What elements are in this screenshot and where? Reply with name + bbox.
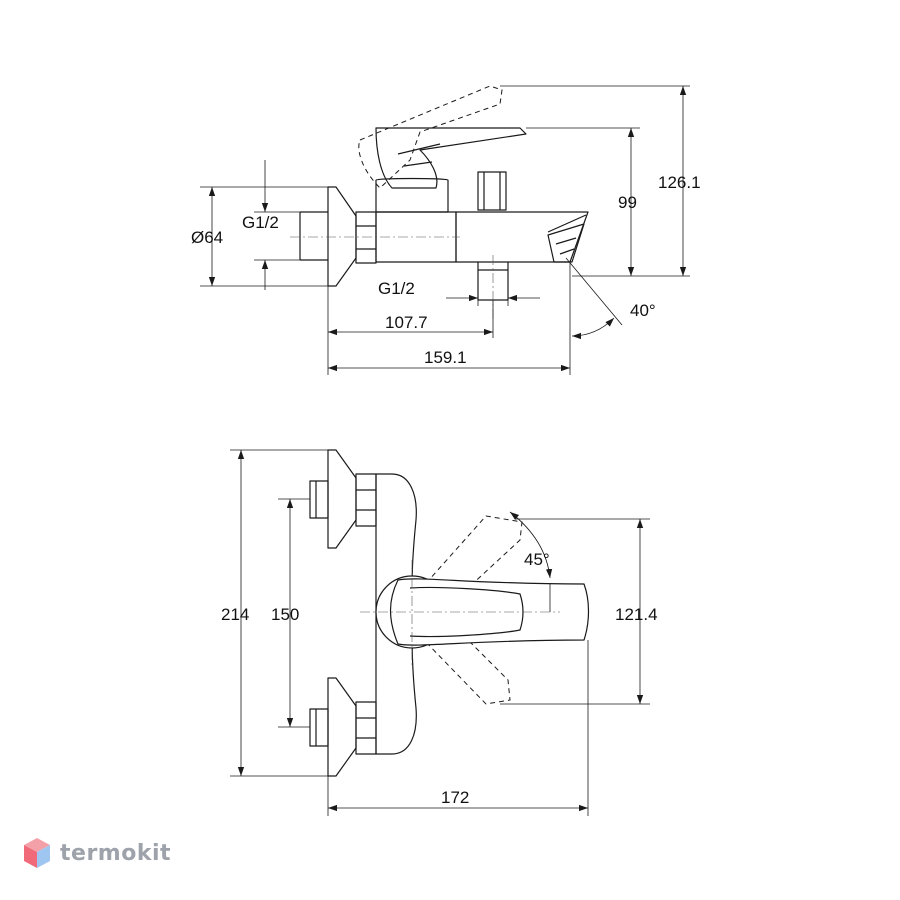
top-lever-rotated-2 [419, 611, 511, 705]
dim-inlet-centers-label: 150 [271, 605, 299, 624]
top-inlet-upper [309, 480, 329, 519]
cube-logo-icon [24, 838, 50, 868]
side-lever-raised [358, 85, 503, 189]
side-aerator [547, 223, 585, 263]
dim-spout-outlet-label: 107.7 [385, 313, 428, 332]
dim-overall-depth-label: 159.1 [424, 348, 467, 367]
side-diverter [477, 171, 507, 211]
dim-overall-width-label: 214 [221, 605, 249, 624]
dim-lever-angle-label: 45° [524, 550, 550, 569]
side-hex-nut [355, 211, 377, 264]
dim-lever-width-label: 121.4 [615, 605, 658, 624]
side-wall-flange [327, 186, 357, 287]
side-cartridge [375, 177, 449, 213]
side-view: Ø64 G1/2 G1/2 107.7 159.1 40° 99 [191, 85, 701, 375]
dim-outlet-thread-label: G1/2 [378, 279, 415, 298]
top-nut-upper [355, 473, 377, 527]
side-lever [375, 127, 527, 189]
dim-spout-height-label: 99 [618, 193, 637, 212]
dim-top-depth-label: 172 [441, 788, 469, 807]
watermark-text: termokit [60, 840, 172, 866]
side-inlet-stub [299, 211, 328, 261]
top-nut-lower [355, 701, 377, 755]
top-flange-lower [327, 677, 357, 777]
dim-arc-lever-angle [509, 511, 553, 579]
dim-total-height-label: 126.1 [658, 173, 701, 192]
top-inlet-lower [309, 708, 329, 747]
side-lever-detail [397, 143, 441, 167]
top-flange-upper [327, 449, 357, 549]
dim-diameter-label: Ø64 [191, 228, 223, 247]
dim-inlet-thread-label: G1/2 [242, 213, 279, 232]
side-spout [455, 211, 589, 263]
watermark: termokit [22, 836, 171, 870]
dim-spout-angle-label: 40° [630, 301, 656, 320]
top-view: 214 150 45° 121.4 172 [221, 449, 658, 816]
dim-arc-spout-angle [571, 317, 615, 340]
